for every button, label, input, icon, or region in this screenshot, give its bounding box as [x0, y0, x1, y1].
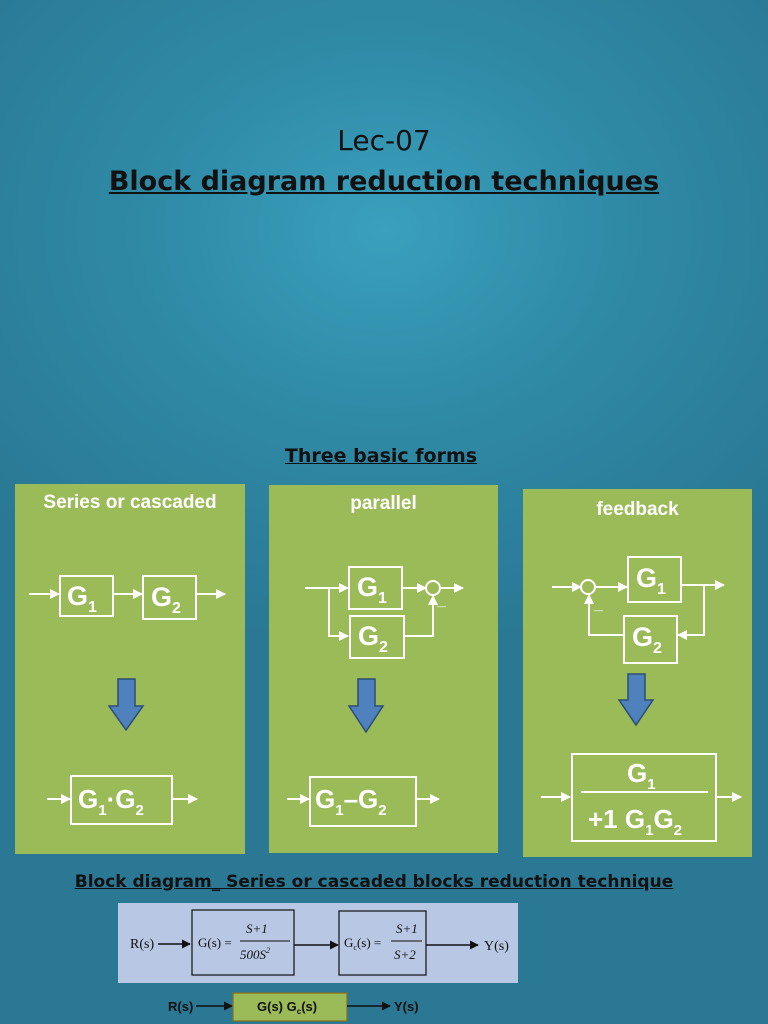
- reduced-input-label: R(s): [168, 999, 193, 1014]
- svg-text:G2: G2: [632, 622, 662, 657]
- example-block-g: [191, 909, 295, 976]
- feedback-block-g2: [623, 615, 678, 664]
- lecture-number: Lec-07: [337, 124, 431, 157]
- feedback-minus-sign: _: [593, 596, 604, 613]
- feedback-panel-label: feedback: [596, 499, 679, 520]
- svg-text:G2: G2: [151, 582, 181, 617]
- feedback-block-g1: [627, 556, 682, 603]
- example-block-gc: [338, 910, 427, 976]
- svg-text:G(s) =: G(s) =: [198, 935, 232, 950]
- svg-text:G(s) Gc(s): G(s) Gc(s): [257, 999, 317, 1016]
- feedback-reduce-arrow: [617, 673, 655, 727]
- series-g1-label: G: [67, 581, 88, 611]
- series-g2-sub: 2: [172, 600, 181, 617]
- example-input-label: R(s): [130, 937, 154, 952]
- svg-text:G1: G1: [67, 581, 97, 616]
- parallel-result-block: [309, 776, 417, 827]
- svg-text:G1·G2: G1·G2: [78, 784, 144, 819]
- reduced-block: [232, 992, 348, 1022]
- series-panel: Series or cascaded G1 G2 G1·G2: [15, 484, 245, 854]
- parallel-panel: parallel G1 G2 _ G1–G2: [269, 485, 498, 853]
- series-diagram: G1 G2 G1·G2: [29, 575, 226, 825]
- series-example-panel: R(s) G(s) = S+1 500S2 Gc(s) = S+1 S+2 Y(…: [118, 903, 518, 983]
- svg-text:Gc(s) =: Gc(s) =: [344, 935, 381, 952]
- series-block-g1: [59, 575, 114, 617]
- reduced-output-label: Y(s): [394, 999, 419, 1014]
- svg-text:500S2: 500S2: [240, 946, 270, 962]
- series-reduced-diagram: R(s) G(s) Gc(s) Y(s): [168, 992, 419, 1022]
- bottom-heading: Block diagram_ Series or cascaded blocks…: [74, 872, 674, 892]
- svg-text:G1: G1: [627, 758, 656, 793]
- series-panel-label: Series or cascaded: [43, 492, 217, 513]
- svg-text:G1–G2: G1–G2: [315, 784, 387, 819]
- svg-text:G2: G2: [358, 621, 388, 656]
- page-title: Block diagram reduction techniques: [108, 166, 660, 197]
- series-g2-label: G: [151, 582, 172, 612]
- svg-text:G1: G1: [357, 572, 387, 607]
- section-heading: Three basic forms: [284, 445, 478, 467]
- feedback-diagram: _ G1 G2 G1 +1 G1G2: [541, 556, 742, 842]
- svg-text:G1: G1: [636, 563, 666, 598]
- series-g1-sub: 1: [88, 599, 97, 616]
- series-block-g2: [142, 575, 197, 620]
- example-output-label: Y(s): [484, 939, 509, 954]
- parallel-minus-sign: _: [436, 592, 447, 609]
- svg-text:S+1: S+1: [246, 921, 268, 936]
- svg-text:+1 G1G2: +1 G1G2: [588, 804, 682, 839]
- series-reduce-arrow: [107, 678, 145, 732]
- parallel-panel-label: parallel: [350, 493, 417, 514]
- feedback-panel: feedback _ G1 G2 G1 +1 G1G2: [523, 489, 752, 857]
- parallel-diagram: G1 G2 _ G1–G2: [287, 566, 464, 827]
- feedback-summing-junction: [580, 579, 596, 595]
- svg-text:S+1: S+1: [396, 921, 418, 936]
- svg-text:S+2: S+2: [394, 947, 416, 962]
- parallel-reduce-arrow: [347, 678, 385, 734]
- series-example-diagram: R(s) G(s) = S+1 500S2 Gc(s) = S+1 S+2 Y(…: [130, 909, 509, 976]
